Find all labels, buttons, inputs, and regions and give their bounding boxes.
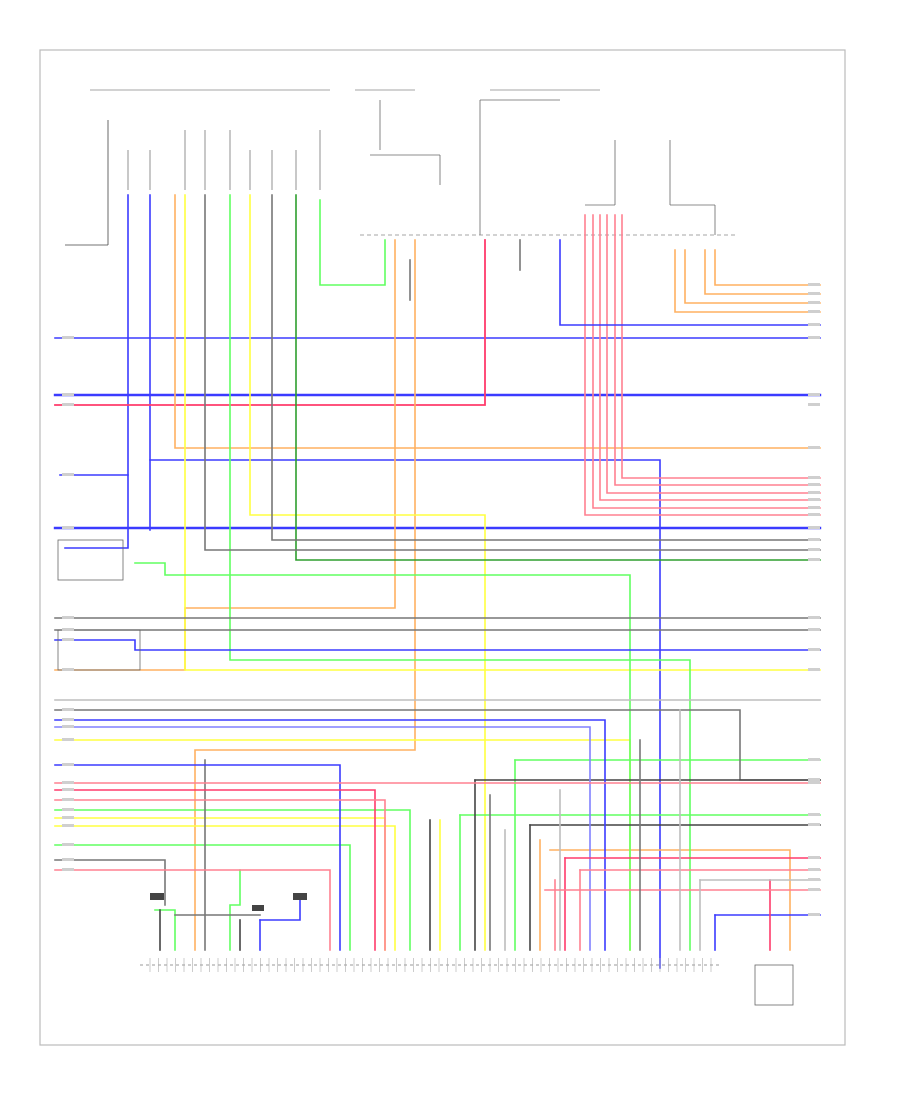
sensor-connectors bbox=[150, 893, 307, 911]
terminal-mark bbox=[808, 491, 820, 494]
terminal-mark bbox=[808, 323, 820, 326]
terminal-mark bbox=[808, 283, 820, 286]
terminal-mark bbox=[62, 816, 74, 819]
terminal-mark bbox=[62, 808, 74, 811]
terminal-mark bbox=[62, 868, 74, 871]
terminal-mark bbox=[808, 476, 820, 479]
terminal-mark bbox=[808, 292, 820, 295]
terminal-mark bbox=[62, 708, 74, 711]
connector-pins bbox=[149, 958, 712, 972]
terminal-mark bbox=[808, 878, 820, 881]
terminal-mark bbox=[808, 813, 820, 816]
terminal-mark bbox=[62, 403, 74, 406]
left-terminal-marks bbox=[62, 336, 74, 871]
terminal-mark bbox=[808, 310, 820, 313]
left-module-box bbox=[57, 539, 124, 581]
terminal-mark bbox=[808, 648, 820, 651]
terminal-mark bbox=[62, 763, 74, 766]
terminal-mark bbox=[62, 393, 74, 396]
terminal-mark bbox=[808, 403, 820, 406]
terminal-mark bbox=[808, 868, 820, 871]
terminal-mark bbox=[808, 483, 820, 486]
terminal-mark bbox=[808, 513, 820, 516]
terminal-mark bbox=[62, 725, 74, 728]
terminal-mark bbox=[808, 526, 820, 529]
module-box bbox=[754, 964, 794, 1006]
left-box-2 bbox=[57, 629, 141, 671]
terminal-mark bbox=[62, 738, 74, 741]
terminal-mark bbox=[62, 843, 74, 846]
ecm-connector-strip bbox=[140, 958, 720, 972]
terminal-mark bbox=[808, 628, 820, 631]
terminal-mark bbox=[808, 758, 820, 761]
terminal-mark bbox=[62, 668, 74, 671]
terminal-mark bbox=[808, 498, 820, 501]
terminal-mark bbox=[808, 558, 820, 561]
terminal-mark bbox=[808, 336, 820, 339]
terminal-mark bbox=[62, 526, 74, 529]
terminal-mark bbox=[808, 778, 820, 781]
terminal-mark bbox=[808, 913, 820, 916]
terminal-mark bbox=[62, 638, 74, 641]
terminal-mark bbox=[62, 781, 74, 784]
terminal-mark bbox=[808, 446, 820, 449]
terminal-mark bbox=[808, 888, 820, 891]
terminal-mark bbox=[62, 616, 74, 619]
terminal-mark bbox=[808, 616, 820, 619]
terminal-mark bbox=[808, 506, 820, 509]
right-terminal-marks bbox=[808, 283, 820, 916]
diagram-frame bbox=[39, 49, 846, 1046]
wire-group bbox=[53, 194, 822, 969]
terminal-mark bbox=[808, 538, 820, 541]
terminal-mark bbox=[62, 858, 74, 861]
terminal-mark bbox=[62, 718, 74, 721]
terminal-mark bbox=[62, 788, 74, 791]
terminal-mark bbox=[62, 336, 74, 339]
terminal-mark bbox=[808, 856, 820, 859]
terminal-mark bbox=[62, 628, 74, 631]
terminal-mark bbox=[808, 548, 820, 551]
terminal-mark bbox=[62, 473, 74, 476]
top-fuse-area bbox=[65, 89, 735, 246]
terminal-mark bbox=[808, 781, 820, 784]
terminal-mark bbox=[62, 824, 74, 827]
terminal-mark bbox=[808, 668, 820, 671]
terminal-mark bbox=[62, 798, 74, 801]
terminal-mark bbox=[808, 301, 820, 304]
terminal-mark bbox=[808, 393, 820, 396]
terminal-mark bbox=[808, 823, 820, 826]
